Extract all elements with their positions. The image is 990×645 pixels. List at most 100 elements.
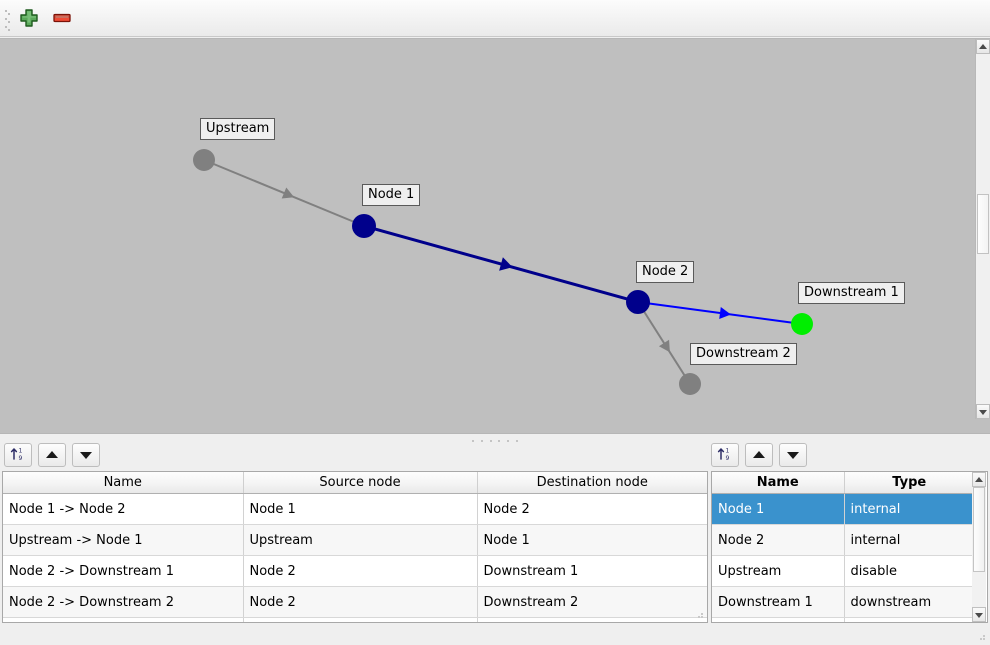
table-row[interactable]: Upstream -> Node 1 Upstream Node 1 [3,524,707,556]
sort-icon: 1 9 [10,447,23,462]
edges-sort-button[interactable]: 1 9 [4,443,32,467]
edges-cell-name[interactable]: Node 2 -> Downstream 2 [3,586,244,618]
scroll-down-arrow[interactable] [976,404,990,419]
edge-upstream-node1[interactable] [203,159,365,227]
graph-vertical-scrollbar[interactable] [975,39,990,419]
triangle-down-icon [975,612,983,618]
graph-panel[interactable]: Upstream Node 1 Node 2 Downstream 1 Down… [0,38,990,434]
nodes-table-container[interactable]: Name Type Node 1 internal Node 2 interna… [711,471,988,623]
nodes-cell-type[interactable]: disable [844,555,974,587]
table-row[interactable]: Upstream disable [712,555,974,587]
plus-icon [20,9,38,27]
nodes-scroll-track[interactable] [972,487,986,607]
graph-canvas[interactable]: Upstream Node 1 Node 2 Downstream 1 Down… [0,39,975,419]
add-node-button[interactable] [16,7,42,31]
table-row[interactable]: Node 1 internal [712,493,974,525]
nodes-column-header-type[interactable]: Type [844,472,974,494]
graph-edges [193,149,813,395]
edges-cell-empty[interactable] [477,617,707,622]
edges-cell-empty[interactable] [3,617,244,622]
svg-text:9: 9 [726,455,730,462]
table-row[interactable]: Node 2 -> Downstream 2 Node 2 Downstream… [3,586,707,618]
table-row[interactable]: Node 1 -> Node 2 Node 1 Node 2 [3,493,707,525]
nodes-move-down-button[interactable] [779,443,807,467]
edges-table-resize-grip[interactable] [698,613,703,618]
table-row-empty[interactable] [712,617,974,622]
triangle-up-icon [975,476,983,482]
nodes-scroll-thumb[interactable] [973,487,985,572]
edges-cell-empty[interactable] [243,617,478,622]
edges-toolbar: 1 9 [4,443,106,467]
edges-cell-name[interactable]: Upstream -> Node 1 [3,524,244,556]
edges-move-up-button[interactable] [38,443,66,467]
table-row[interactable]: Node 2 -> Downstream 1 Node 2 Downstream… [3,555,707,587]
nodes-table-scrollbar[interactable] [972,472,987,622]
edges-cell-name[interactable]: Node 2 -> Downstream 1 [3,555,244,587]
nodes-table-header-row: Name Type [712,472,974,494]
graph-label-node2[interactable]: Node 2 [636,261,695,283]
nodes-cell-type[interactable]: downstream [844,586,974,618]
scroll-up-arrow[interactable] [972,472,986,487]
panel-splitter[interactable] [0,436,990,446]
edges-column-header-source[interactable]: Source node [243,472,478,494]
edges-cell-destination[interactable]: Downstream 2 [477,586,707,618]
nodes-cell-name[interactable]: Upstream [712,555,845,587]
graph-node-upstream [193,149,215,171]
toolbar-drag-handle[interactable] [5,10,10,31]
nodes-table: Name Type Node 1 internal Node 2 interna… [712,472,974,622]
window-resize-grip[interactable] [980,635,985,640]
edges-cell-source[interactable]: Upstream [243,524,478,556]
nodes-cell-name[interactable]: Downstream 1 [712,586,845,618]
nodes-toolbar: 1 9 [711,443,813,467]
nodes-sort-button[interactable]: 1 9 [711,443,739,467]
edge-node1-node2[interactable] [363,224,639,304]
nodes-column-header-name[interactable]: Name [712,472,845,494]
nodes-cell-type[interactable]: internal [844,524,974,556]
edge-node2-downstream1[interactable] [637,301,803,325]
table-row[interactable]: Node 2 internal [712,524,974,556]
triangle-down-icon [787,452,799,459]
table-row[interactable]: Downstream 1 downstream [712,586,974,618]
triangle-down-icon [979,409,987,415]
edges-table-container[interactable]: Name Source node Destination node Node 1… [2,471,708,623]
svg-text:1: 1 [19,447,23,454]
graph-vertical-scroll-thumb[interactable] [977,194,989,254]
nodes-cell-name[interactable]: Node 1 [712,493,845,525]
triangle-down-icon [80,452,92,459]
edges-move-down-button[interactable] [72,443,100,467]
graph-label-downstream1[interactable]: Downstream 1 [798,282,905,304]
nodes-move-up-button[interactable] [745,443,773,467]
edges-cell-destination[interactable]: Node 2 [477,493,707,525]
edges-table: Name Source node Destination node Node 1… [3,472,707,622]
edges-cell-name[interactable]: Node 1 -> Node 2 [3,493,244,525]
sort-icon: 1 9 [717,447,730,462]
edges-cell-destination[interactable]: Downstream 1 [477,555,707,587]
graph-label-downstream2[interactable]: Downstream 2 [690,343,797,365]
graph-label-node1[interactable]: Node 1 [362,184,421,206]
nodes-cell-empty[interactable] [712,617,845,622]
triangle-up-icon [753,451,765,458]
toolbar [0,0,990,37]
graph-label-upstream[interactable]: Upstream [200,118,276,140]
edges-table-header-row: Name Source node Destination node [3,472,707,494]
scroll-down-arrow[interactable] [972,607,986,622]
edge-node2-downstream2[interactable] [637,301,691,385]
edges-cell-source[interactable]: Node 2 [243,555,478,587]
triangle-up-icon [46,451,58,458]
nodes-cell-name[interactable]: Node 2 [712,524,845,556]
edges-cell-source[interactable]: Node 2 [243,586,478,618]
svg-text:1: 1 [726,447,730,454]
triangle-up-icon [979,43,987,49]
nodes-cell-empty[interactable] [844,617,974,622]
edges-cell-source[interactable]: Node 1 [243,493,478,525]
table-row-empty[interactable] [3,617,707,622]
svg-text:9: 9 [19,455,23,462]
edges-column-header-name[interactable]: Name [3,472,244,494]
scroll-up-arrow[interactable] [976,39,990,54]
edges-cell-destination[interactable]: Node 1 [477,524,707,556]
minus-icon [53,13,71,23]
delete-node-button[interactable] [49,7,75,31]
edges-column-header-destination[interactable]: Destination node [477,472,707,494]
nodes-cell-type[interactable]: internal [844,493,974,525]
